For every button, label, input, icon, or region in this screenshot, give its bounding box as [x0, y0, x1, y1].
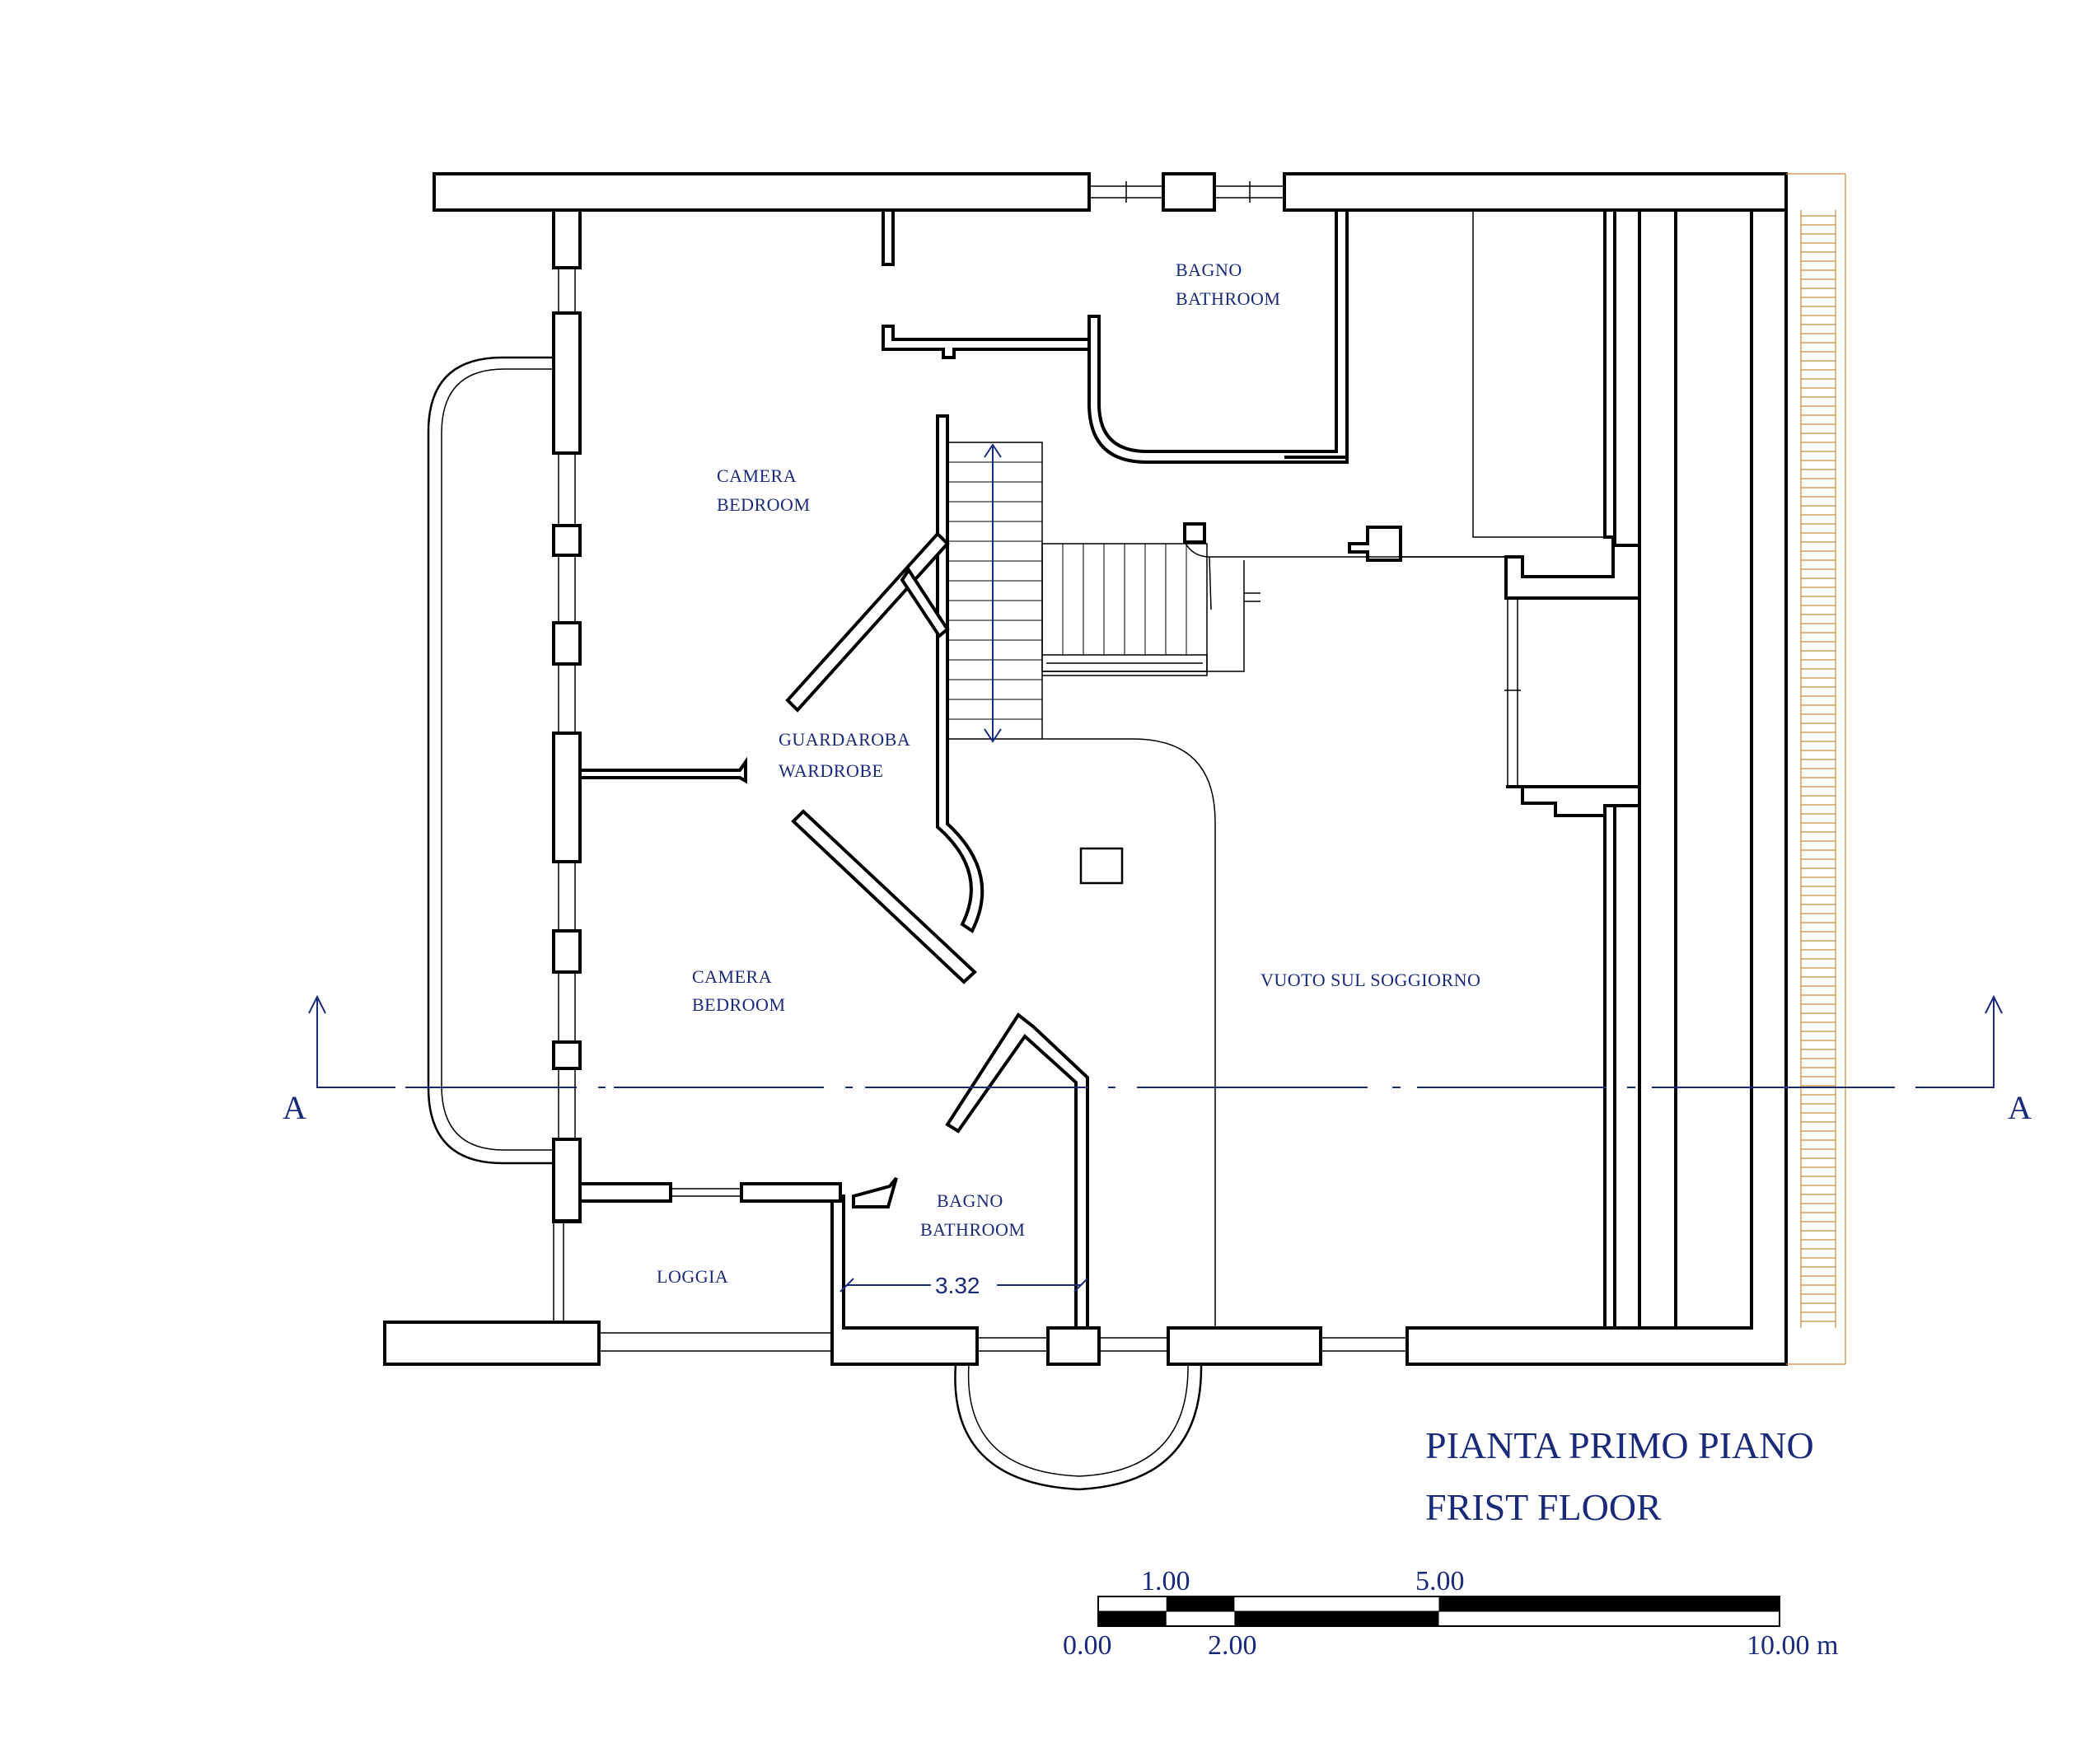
scale-label-2: 2.00 — [1208, 1630, 1257, 1661]
room-void: VUOTO SUL SOGGIORNO — [1260, 970, 1480, 990]
room-loggia: LOGGIA — [657, 1266, 728, 1287]
staircase — [936, 414, 1508, 1328]
column — [1079, 847, 1124, 885]
top-interior-walls — [882, 208, 1349, 464]
section-label-right: A — [2008, 1089, 2032, 1126]
drawing-title: PIANTA PRIMO PIANO FRIST FLOOR — [1425, 1424, 1814, 1528]
window-top-2 — [1214, 181, 1284, 203]
scale-segment-top — [1166, 1596, 1235, 1611]
dimension-line: 3.32 — [840, 1273, 1088, 1298]
outer-walls — [433, 172, 1788, 1366]
room-bathroom-bottom-en: BATHROOM — [920, 1219, 1025, 1240]
room-bathroom-top-it: BAGNO — [1176, 259, 1242, 280]
room-bedroom-top-it: CAMERA — [717, 465, 797, 486]
scale-bar: 1.00 5.00 0.00 2.00 10.00 m — [1063, 1566, 1838, 1661]
south-window-1 — [977, 1337, 1048, 1352]
scale-label-0: 0.00 — [1063, 1630, 1112, 1661]
room-bedroom-bottom-it: CAMERA — [692, 966, 772, 987]
room-bathroom-top-en: BATHROOM — [1176, 288, 1280, 309]
title-line-1: PIANTA PRIMO PIANO — [1425, 1424, 1814, 1466]
room-bedroom-bottom-en: BEDROOM — [692, 994, 786, 1015]
room-wardrobe-it: GUARDAROBA — [779, 729, 910, 750]
scale-segment-bottom — [1098, 1611, 1167, 1626]
scale-segment-top — [1438, 1596, 1780, 1611]
section-line: A A — [283, 994, 2032, 1126]
scale-label-5: 5.00 — [1415, 1566, 1465, 1596]
scale-label-10: 10.00 m — [1747, 1630, 1838, 1661]
east-terrace — [1786, 173, 1846, 1365]
south-walls — [383, 1012, 1407, 1491]
south-window-3 — [1321, 1337, 1407, 1352]
west-wall — [552, 208, 747, 1223]
room-labels: BAGNO BATHROOM CAMERA BEDROOM GUARDAROBA… — [657, 259, 1480, 1287]
dimension-value: 3.32 — [935, 1273, 980, 1298]
scale-label-1: 1.00 — [1141, 1566, 1190, 1596]
east-walls — [1472, 208, 1641, 1330]
room-bedroom-top-en: BEDROOM — [717, 494, 811, 515]
room-bathroom-bottom-it: BAGNO — [937, 1190, 1003, 1211]
loggia-window — [671, 1188, 741, 1197]
wardrobe-walls — [785, 531, 977, 984]
window-top-1 — [1089, 181, 1163, 203]
west-balcony — [427, 356, 554, 1165]
section-label-left: A — [283, 1089, 306, 1126]
south-window-2 — [1099, 1337, 1168, 1352]
room-wardrobe-en: WARDROBE — [779, 760, 883, 781]
scale-segment-bottom — [1234, 1611, 1439, 1626]
title-line-2: FRIST FLOOR — [1425, 1486, 1662, 1528]
